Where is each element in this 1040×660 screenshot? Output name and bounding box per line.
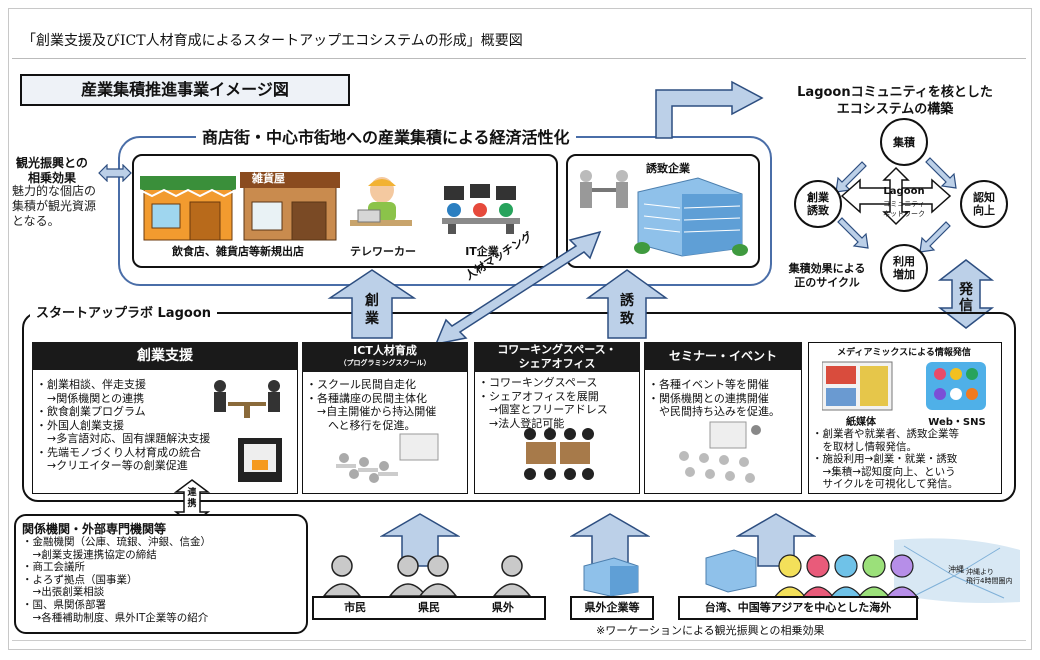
outside-companies-label: 県外企業等 xyxy=(570,596,654,620)
side-title: 観光振興との相乗効果 xyxy=(16,156,88,185)
partners-box xyxy=(14,514,308,634)
citizens-label-shimin: 市民 xyxy=(344,601,367,614)
side-description: 魅力的な個店の集積が観光資源となる。 xyxy=(12,184,97,228)
handshake-icon xyxy=(580,170,628,208)
sogyo-arrow xyxy=(327,269,417,339)
asia-label: 台湾、中国等アジアを中心とした海外 xyxy=(678,596,918,620)
outside-company-building-icon xyxy=(583,557,639,596)
cycle-node-ninchi: 認知 向上 xyxy=(960,180,1008,228)
seminar-illustration xyxy=(679,421,761,483)
asia-figures-map xyxy=(705,538,1020,603)
citizens-up-arrow xyxy=(380,513,460,567)
yuchi-label: 誘 致 xyxy=(620,293,634,327)
media-web-label: Web・SNS xyxy=(928,417,986,428)
hasshin-arrow xyxy=(938,259,994,329)
col-ict-header: ICT人材育成 （プログラミングスクール） xyxy=(302,342,468,372)
attracted-company-title: 誘致企業 xyxy=(646,162,690,175)
cycle-caption: 集積効果による 正のサイクル xyxy=(788,262,866,289)
col-coworking-text: ・コワーキングスペース ・シェアオフィスを展開 →個室とフリーアドレス →法人登… xyxy=(478,376,608,430)
citizens-label-kengai: 県外 xyxy=(491,601,514,614)
it-company-illustration xyxy=(442,184,520,234)
coworking-desks-illustration xyxy=(524,428,594,480)
partners-title: 関係機関・外部専門機関等 xyxy=(22,522,167,536)
citizens-figures xyxy=(322,555,532,597)
office-building-illustration xyxy=(580,170,748,257)
teleworker-illustration xyxy=(350,177,412,226)
bottom-rule xyxy=(12,640,1026,641)
main-label: 産業集積推進事業イメージ図 xyxy=(20,74,350,106)
col-media-text: ・創業者や就業者、誘致企業等 を取材し情報発信。 ・施設利用→創業・就業・誘致 … xyxy=(812,428,959,490)
col-coworking-header: コワーキングスペース・ シェアオフィス xyxy=(474,342,640,372)
media-paper-label: 紙媒体 xyxy=(846,417,876,428)
title-rule xyxy=(12,58,1026,59)
cycle-node-sogyo: 創業 誘致 xyxy=(794,180,842,228)
col-sogyo-header: 創業支援 xyxy=(32,342,298,370)
media-illustrations xyxy=(822,361,986,411)
map-okinawa-label: 沖縄 xyxy=(948,565,964,574)
web-sns-icon xyxy=(926,362,986,410)
col-media-header: メディアミックスによる情報発信 xyxy=(837,348,971,358)
yuchi-arrow xyxy=(585,269,669,339)
col-ict-subtitle: （プログラミングスクール） xyxy=(339,359,431,367)
col-seminar-text: ・各種イベント等を開催 ・関係機関との連携開催 や民間持ち込みを促進。 xyxy=(648,378,780,418)
cycle-node-riyo: 利用 増加 xyxy=(880,244,928,292)
document-frame xyxy=(8,8,1032,650)
cycle-center-main: Lagoon xyxy=(883,186,925,197)
col-seminar-header: セミナー・イベント xyxy=(644,342,802,370)
hasshin-label: 発 信 xyxy=(959,282,973,314)
col-sogyo-text: ・創業相談、伴走支援 →関係機関との連携 ・飲食創業プログラム ・外国人創業支援… xyxy=(36,378,211,472)
col-ict-text: ・スクール民間自走化 ・各種講座の民間主体化 →自主開催から持込開催 へと移行を… xyxy=(306,378,437,432)
it-company-caption: IT企業 xyxy=(465,245,499,258)
asia-up-arrow xyxy=(736,513,816,567)
zakka-shop-icon xyxy=(240,172,340,241)
sogyo-illustrations xyxy=(214,380,282,482)
cycle-arrows xyxy=(835,157,957,253)
side-double-arrow xyxy=(98,164,132,182)
3d-printer-icon xyxy=(238,438,282,482)
meeting-figures-icon xyxy=(214,380,280,418)
lagoon-title-arrow xyxy=(655,80,764,139)
top-heading: 商店街・中心市街地への産業集積による経済活性化 xyxy=(196,124,576,148)
startup-lab-label: スタートアップラボ Lagoon xyxy=(30,302,218,321)
teleworker-caption: テレワーカー xyxy=(350,245,416,258)
citizens-label-kenmin: 県民 xyxy=(418,601,440,614)
document-title: 「創業支援及びICT人材育成によるスタートアップエコシステムの形成」概要図 xyxy=(22,33,523,49)
citizens-label-box: 市民 県民 県外 xyxy=(312,596,546,620)
workation-note: ※ワーケーションによる観光振興との相乗効果 xyxy=(596,624,825,637)
lagoon-ecosystem-title: Lagoonコミュニティを核とした エコシステムの構築 xyxy=(797,85,993,117)
classroom-illustration xyxy=(336,433,439,483)
matching-arrow xyxy=(434,230,602,346)
shop-illustrations xyxy=(140,172,340,241)
cycle-center-sub2: ネットワーク xyxy=(883,210,925,218)
sogyo-label: 創 業 xyxy=(365,293,379,327)
col-ict-title: ICT人材育成 xyxy=(353,344,417,357)
map-flight-label: 沖縄より 飛行4時間圏内 xyxy=(966,568,1013,585)
renkei-label: 連 携 xyxy=(187,488,197,509)
startup-lab-frame xyxy=(22,312,1016,502)
shop-caption: 飲食店、雑貨店等新規出店 xyxy=(172,245,304,258)
newspaper-icon xyxy=(822,361,893,411)
zakka-shop-sign: 雑貨屋 xyxy=(252,172,285,185)
partners-text: ・金融機関（公庫、琉銀、沖銀、信金） →創業支援連携協定の締結 ・商工会議所 ・… xyxy=(22,536,211,624)
restaurant-icon xyxy=(140,176,237,241)
cycle-center-sub1: コミュニティ xyxy=(883,200,925,208)
cycle-node-shuseki: 集積 xyxy=(880,118,928,166)
